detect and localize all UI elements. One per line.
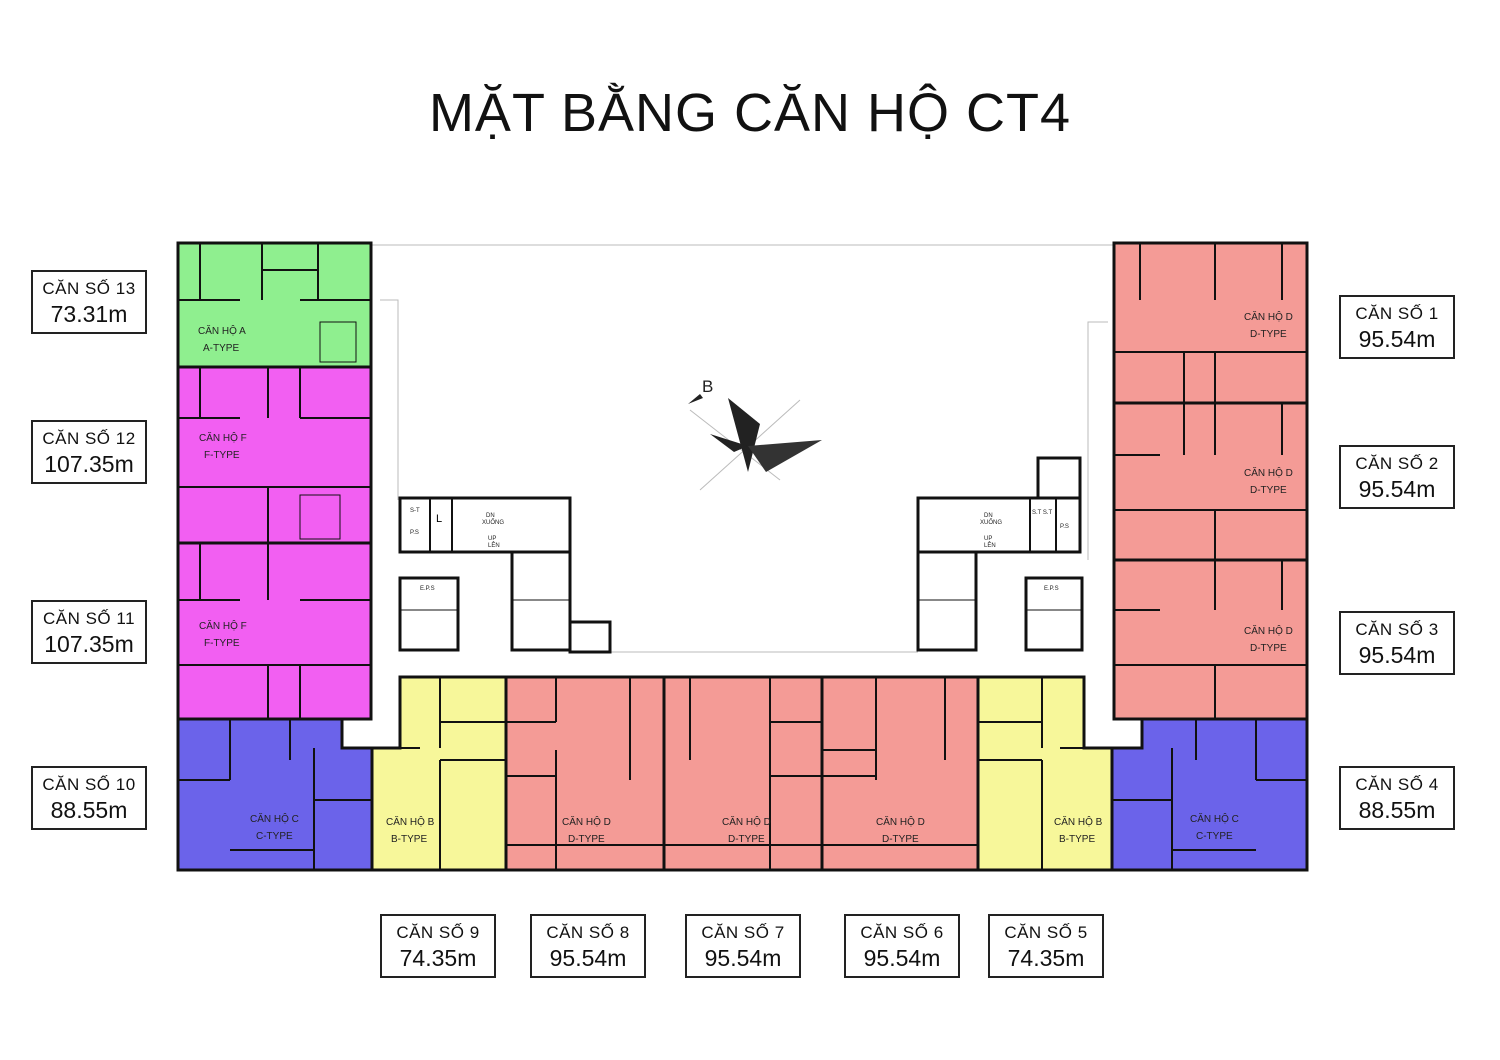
unit-d8-type-code: D-TYPE: [568, 834, 605, 845]
label-unit-9: CĂN SỐ 9 74.35m: [380, 914, 496, 978]
unit-f11-type-label: CĂN HỘ F: [199, 619, 247, 632]
label-unit-12: CĂN SỐ 12 107.35m: [31, 420, 147, 484]
label-unit-10: CĂN SỐ 10 88.55m: [31, 766, 147, 830]
unit-d2-type-label: CĂN HỘ D: [1244, 466, 1293, 479]
unit-b9-type-label: CĂN HỘ B: [386, 815, 435, 828]
core-left-xuong: XUỐNG: [482, 519, 504, 526]
label-unit-3: CĂN SỐ 3 95.54m: [1339, 611, 1455, 675]
core-right-dn: DN: [984, 513, 993, 519]
unit-c10-type-label: CĂN HỘ C: [250, 812, 299, 825]
unit-b5-type-label: CĂN HỘ B: [1054, 815, 1103, 828]
unit-b5-type-code: B-TYPE: [1059, 834, 1095, 845]
core-right-eps: E.P.S: [1044, 586, 1059, 592]
label-unit-2: CĂN SỐ 2 95.54m: [1339, 445, 1455, 509]
core-left-dn: DN: [486, 513, 495, 519]
unit-f11-type-code: F-TYPE: [204, 638, 240, 649]
core-left: [398, 496, 612, 654]
unit-c10-type-code: C-TYPE: [256, 831, 293, 842]
unit-d3-type-label: CĂN HỘ D: [1244, 624, 1293, 637]
core-left-len: LÊN: [488, 541, 500, 549]
unit-a-13[interactable]: CĂN HỘ A A-TYPE: [176, 241, 373, 369]
unit-c4-type-code: C-TYPE: [1196, 831, 1233, 842]
unit-f-12[interactable]: CĂN HỘ F F-TYPE: [176, 365, 373, 545]
unit-d7-type-code: D-TYPE: [728, 834, 765, 845]
unit-d-7[interactable]: CĂN HỘ D D-TYPE: [662, 675, 824, 872]
unit-a-type-label: CĂN HỘ A: [198, 324, 246, 337]
unit-f-11[interactable]: CĂN HỘ F F-TYPE: [176, 541, 373, 721]
label-unit-6: CĂN SỐ 6 95.54m: [844, 914, 960, 978]
compass-letter: B: [702, 377, 713, 396]
core-left-ps: P.S: [410, 530, 419, 536]
label-unit-11: CĂN SỐ 11 107.35m: [31, 600, 147, 664]
core-right-stst: S.T S.T: [1032, 510, 1053, 516]
label-unit-5: CĂN SỐ 5 74.35m: [988, 914, 1104, 978]
label-unit-13: CĂN SỐ 13 73.31m: [31, 270, 147, 334]
unit-d-6[interactable]: CĂN HỘ D D-TYPE: [820, 675, 980, 872]
label-unit-4: CĂN SỐ 4 88.55m: [1339, 766, 1455, 830]
core-right-up: UP: [984, 536, 992, 542]
unit-d7-type-label: CĂN HỘ D: [722, 815, 771, 828]
unit-d-2[interactable]: CĂN HỘ D D-TYPE: [1112, 401, 1309, 562]
unit-f12-type-code: F-TYPE: [204, 450, 240, 461]
label-unit-8: CĂN SỐ 8 95.54m: [530, 914, 646, 978]
page-title: MẶT BẰNG CĂN HỘ CT4: [428, 83, 1072, 143]
core-left-up: UP: [488, 536, 496, 542]
unit-d-8[interactable]: CĂN HỘ D D-TYPE: [504, 675, 666, 872]
core-left-st: S-T: [410, 508, 420, 514]
unit-d8-type-label: CĂN HỘ D: [562, 815, 611, 828]
unit-c4-type-label: CĂN HỘ C: [1190, 812, 1239, 825]
unit-d-1[interactable]: CĂN HỘ D D-TYPE: [1112, 241, 1309, 405]
label-unit-7: CĂN SỐ 7 95.54m: [685, 914, 801, 978]
unit-d3-type-code: D-TYPE: [1250, 643, 1287, 654]
core-right-ps: P.S: [1060, 524, 1069, 530]
core-left-eps: E.P.S: [420, 586, 435, 592]
unit-d6-type-label: CĂN HỘ D: [876, 815, 925, 828]
unit-d1-type-code: D-TYPE: [1250, 329, 1287, 340]
courtyard-outline: [372, 244, 1114, 653]
core-right-len: LÊN: [984, 541, 996, 549]
unit-d1-type-label: CĂN HỘ D: [1244, 310, 1293, 323]
unit-b-9[interactable]: CĂN HỘ B B-TYPE: [370, 675, 508, 872]
label-unit-1: CĂN SỐ 1 95.54m: [1339, 295, 1455, 359]
north-arrow-icon: B: [688, 377, 822, 491]
unit-d-3[interactable]: CĂN HỘ D D-TYPE: [1112, 558, 1309, 721]
unit-c-10[interactable]: CĂN HỘ C C-TYPE: [176, 717, 374, 872]
unit-c-4[interactable]: CĂN HỘ C C-TYPE: [1110, 717, 1309, 872]
unit-d2-type-code: D-TYPE: [1250, 485, 1287, 496]
unit-a-type-code: A-TYPE: [203, 343, 239, 354]
core-right: [916, 456, 1084, 652]
core-right-xuong: XUỐNG: [980, 519, 1002, 526]
unit-d6-type-code: D-TYPE: [882, 834, 919, 845]
unit-b-5[interactable]: CĂN HỘ B B-TYPE: [976, 675, 1114, 872]
core-left-lift: L: [436, 513, 442, 525]
unit-b9-type-code: B-TYPE: [391, 834, 427, 845]
unit-f12-type-label: CĂN HỘ F: [199, 431, 247, 444]
